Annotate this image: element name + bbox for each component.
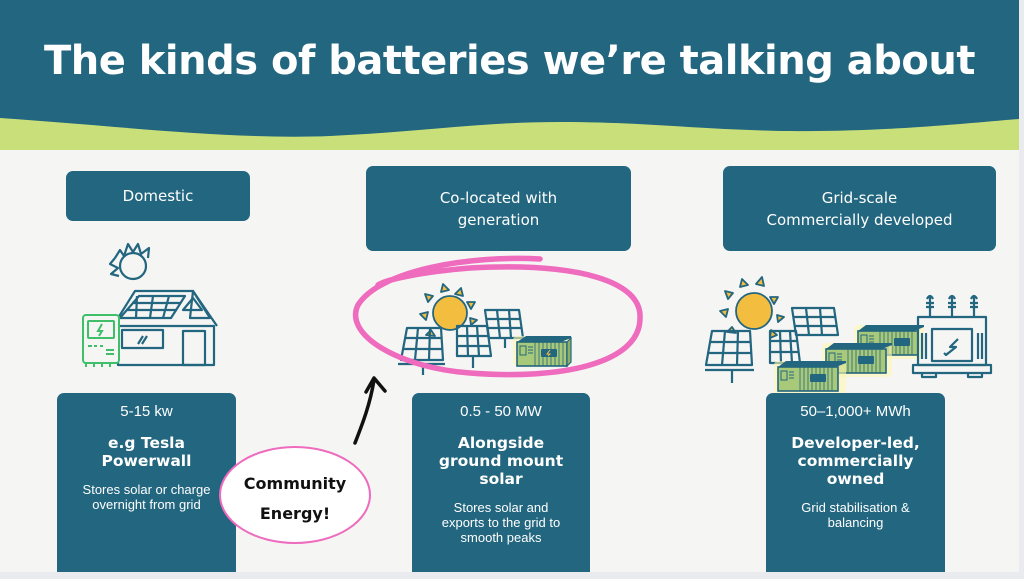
callout-text: Community Energy! — [243, 474, 347, 523]
arrow-icon — [353, 376, 387, 445]
capacity-range: 5-15 kw — [120, 403, 173, 420]
header-banner: The kinds of batteries we’re talking abo… — [0, 0, 1019, 150]
info-description: Stores solar and exports to the grid to … — [441, 500, 561, 545]
category-grid-scale: Grid-scale Commercially developed — [723, 166, 996, 251]
info-box-grid-scale: 50–1,000+ MWh Developer-led, commerciall… — [766, 393, 945, 572]
info-description: Grid stabilisation & balancing — [801, 500, 910, 530]
category-label: Co-located with generation — [439, 188, 558, 229]
slide-title: The kinds of batteries we’re talking abo… — [43, 38, 976, 84]
battery-container-icon — [513, 336, 572, 368]
callout-bubble — [219, 446, 371, 544]
info-description: Stores solar or charge overnight from gr… — [82, 482, 211, 512]
sun-icon — [719, 276, 785, 339]
home-battery-icon — [82, 314, 120, 367]
category-domestic: Domestic — [66, 171, 250, 221]
battery-container-icon — [774, 361, 846, 395]
transformer-icon — [911, 294, 993, 379]
info-heading: e.g Tesla Powerwall — [101, 434, 192, 470]
category-label: Grid-scale Commercially developed — [766, 188, 953, 229]
info-box-co-located: 0.5 - 50 MW Alongside ground mount solar… — [412, 393, 590, 572]
grid-scale-battery-transformer-icon — [704, 276, 993, 395]
capacity-range: 50–1,000+ MWh — [800, 403, 911, 420]
community-energy-callout: Community Energy! — [218, 445, 372, 545]
header-wave-background — [0, 0, 1019, 150]
capacity-range: 0.5 - 50 MW — [460, 403, 542, 420]
category-co-located: Co-located with generation — [366, 166, 631, 251]
info-heading: Alongside ground mount solar — [438, 434, 564, 488]
info-box-domestic: 5-15 kw e.g Tesla Powerwall Stores solar… — [57, 393, 236, 572]
solar-farm-battery-icon — [398, 283, 572, 375]
info-heading: Developer-led, commercially owned — [791, 434, 920, 488]
category-label: Domestic — [122, 187, 194, 205]
house-solar-battery-icon — [82, 242, 218, 367]
